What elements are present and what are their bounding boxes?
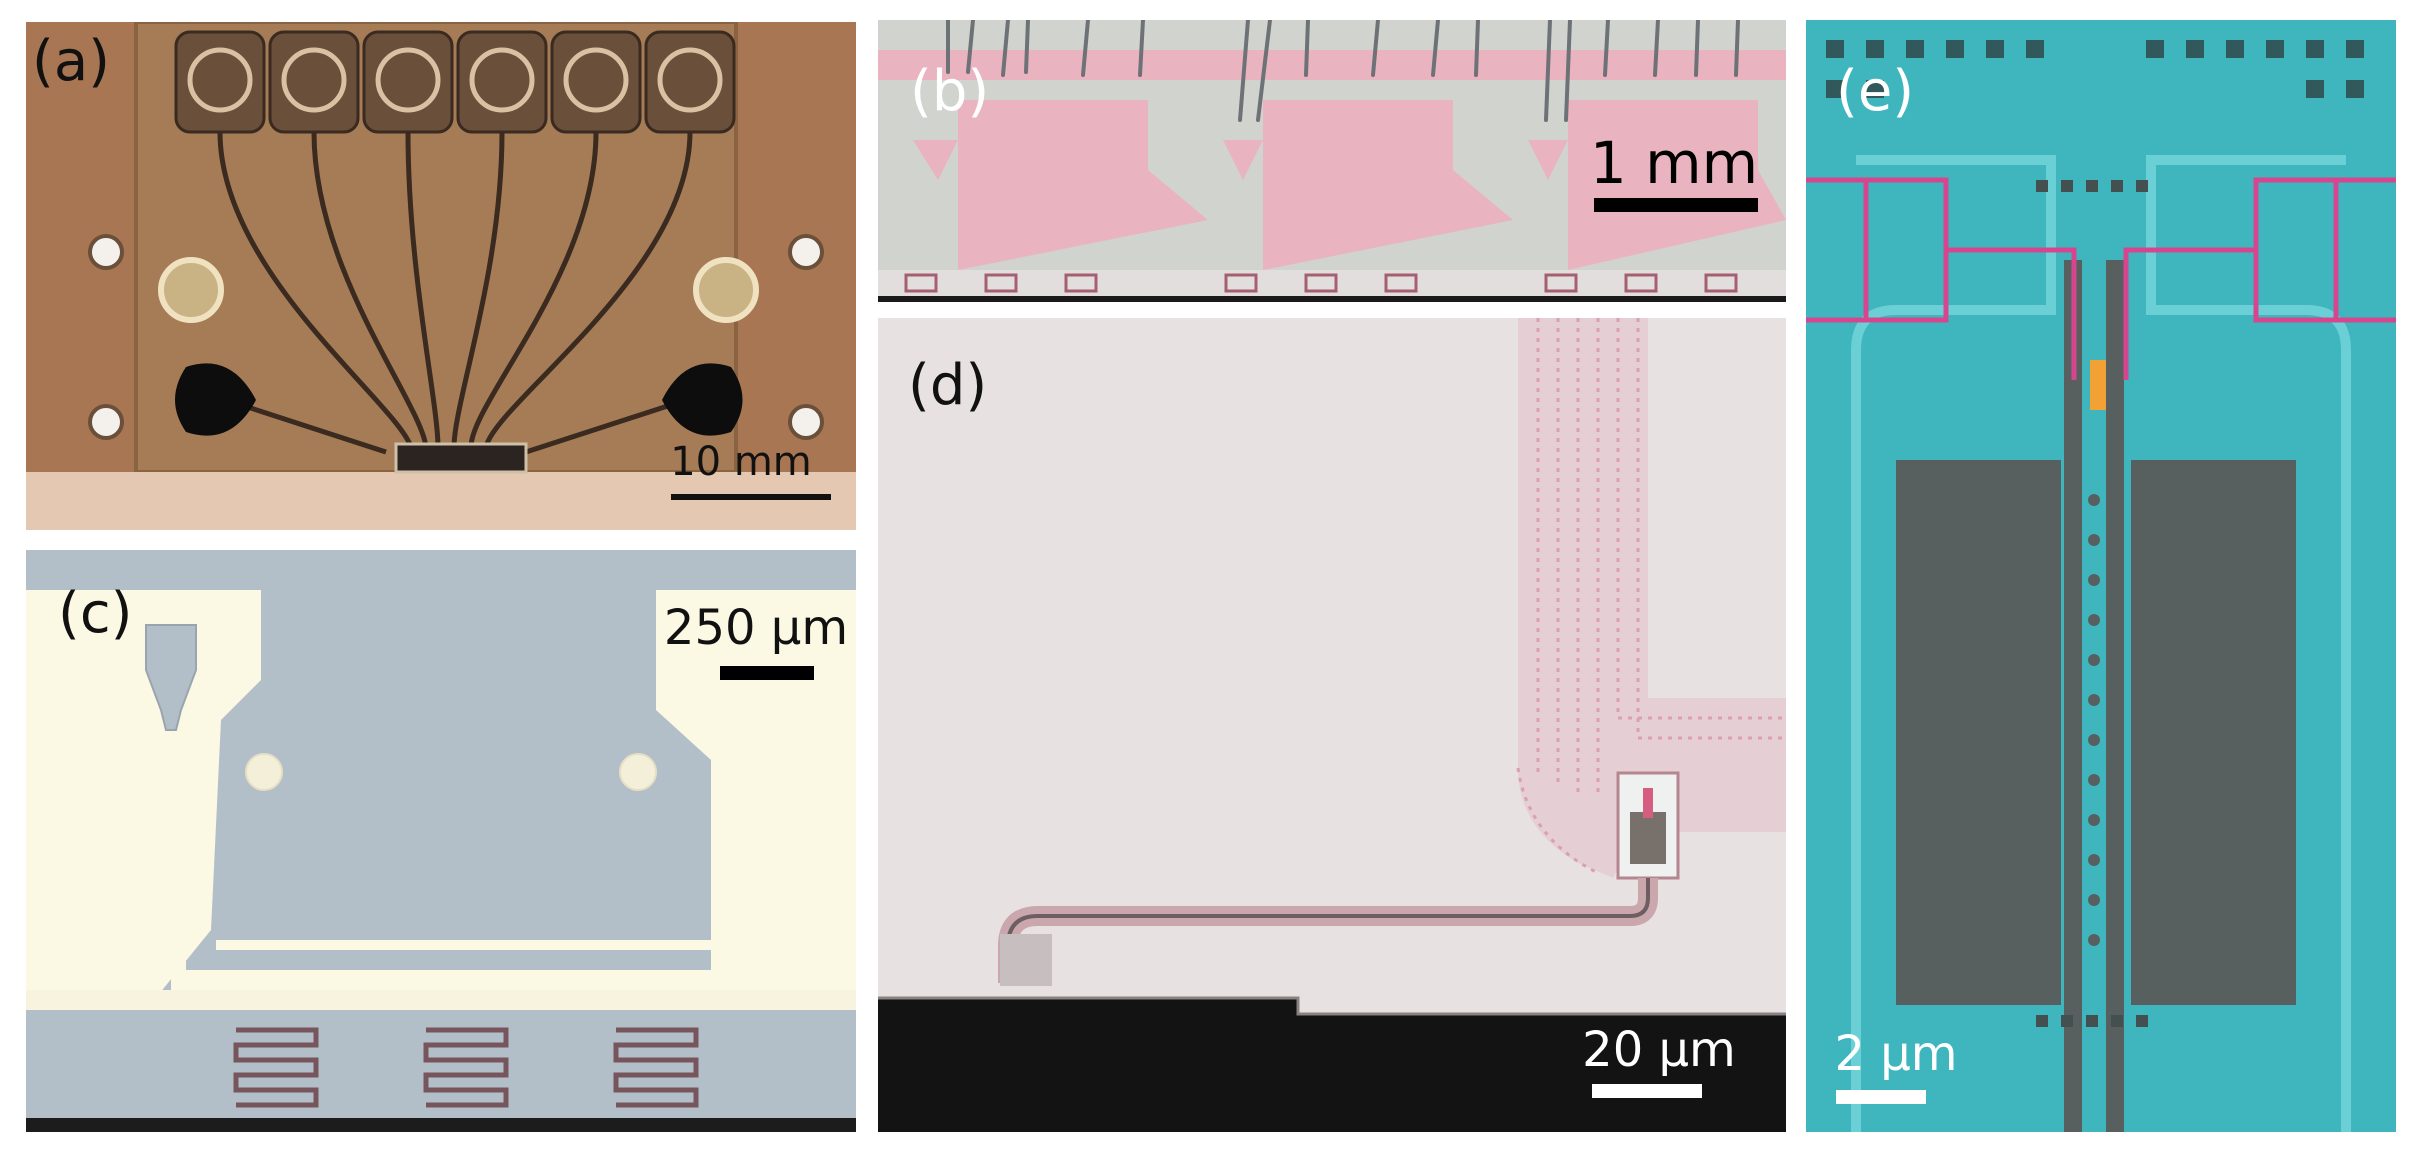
panel-a-label: (a) xyxy=(32,29,111,94)
wirebond-micrograph xyxy=(878,20,1786,302)
panel-c-resonator-chip: (c) 250 μm xyxy=(26,550,856,1132)
panel-b-scale-bar xyxy=(1594,198,1758,212)
panel-e-scale-label: 2 μm xyxy=(1834,1026,1958,1082)
panel-e-sem-image: (e) 2 μm xyxy=(1806,20,2396,1132)
sample-holder-photo xyxy=(26,22,856,530)
panel-e-label: (e) xyxy=(1836,59,1915,124)
panel-d-scale-bar xyxy=(1592,1084,1702,1098)
panel-d-scale-label: 20 μm xyxy=(1582,1022,1736,1078)
panel-b-wirebonds: (b) 1 mm xyxy=(878,20,1786,302)
panel-c-label: (c) xyxy=(58,581,133,646)
panel-a-scale-bar xyxy=(671,494,831,500)
panel-b-label: (b) xyxy=(910,59,990,124)
panel-a-sample-holder: (a) 10 mm xyxy=(26,22,856,530)
panel-b-scale-label: 1 mm xyxy=(1589,129,1759,197)
panel-d-label: (d) xyxy=(908,353,988,418)
panel-c-scale-label: 250 μm xyxy=(663,600,849,656)
panel-e-scale-bar xyxy=(1836,1090,1926,1104)
feedline-micrograph xyxy=(878,318,1786,1132)
panel-d-feedline: (d) 20 μm xyxy=(878,318,1786,1132)
panel-a-scale-label: 10 mm xyxy=(670,439,812,485)
panel-c-scale-bar xyxy=(720,666,814,680)
resonator-chip-micrograph xyxy=(26,550,856,1132)
sem-false-color-image xyxy=(1806,20,2396,1132)
